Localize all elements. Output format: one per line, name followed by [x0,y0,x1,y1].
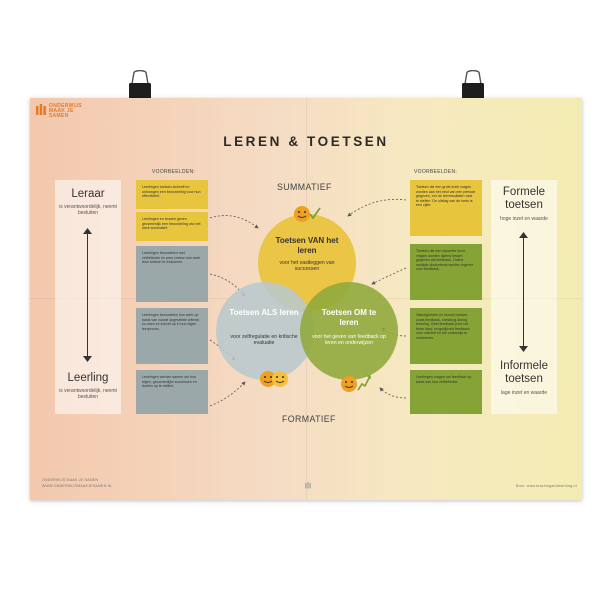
smiley-growth-chart-icon [341,375,371,392]
arrow-down-icon [83,356,92,362]
logo-mark-icon [36,104,46,115]
footer-brand: ONDERWIJS MAAK JE SAMEN [42,478,99,482]
two-smileys-icon [260,371,288,387]
formatief-label: FORMATIEF [282,414,336,424]
binder-clip-left [129,70,151,99]
right-top-text: hoge inzet en waarde [500,216,548,222]
example-box-left-2: Leerlingen en leraren geven gezamenlijk … [136,212,208,241]
circle-toetsen-om-te-leren [300,282,398,380]
example-box-left-1: Leerlingen toetsen zichzelf en ontvangen… [136,180,208,209]
left-panel: Leraar is verantwoordelijk, neemt beslui… [55,180,121,414]
van-title: Toetsen VAN het leren [275,236,339,255]
example-box-right-2: Toetsen die een beperkte inzet vragen wo… [410,244,482,300]
footer-url: WWW.ONDERWIJSMAAKJESAMEN.NL [42,484,113,488]
right-bottom-text: lage inzet en waarde [500,390,548,396]
example-box-left-3: Leerlingen beoordelen met zelfreflectie … [136,246,208,302]
smiley-checkmark-icon [294,206,321,222]
als-title: Toetsen ALS leren [229,308,299,317]
examples-label-right: VOORBEELDEN: [414,169,458,175]
example-box-left-4: Leerlingen beoordelen hun werk op basis … [136,308,208,364]
right-top-title: Formele toetsen [502,186,546,211]
right-vertical-arrow [523,236,524,348]
logo: ONDERWIJS MAAK JE SAMEN [36,104,82,119]
examples-label-left: VOORBEELDEN: [152,169,196,175]
poster: ONDERWIJS MAAK JE SAMEN LEREN & TOETSEN … [30,98,582,500]
left-top-text: is verantwoordelijk, neemt besluiten [59,204,117,216]
binder-clip-right [462,70,484,99]
example-box-right-1: Toetsen die een grote inzet vragen worde… [410,180,482,236]
circle-toetsen-als-leren [216,282,314,380]
als-text: voor zelfregulatie en kritische evaluati… [230,334,298,347]
example-box-right-3: Vaardigheden en kennis toetsen, zoals fe… [410,308,482,364]
summatief-label: SUMMATIEF [277,182,332,192]
right-bottom-title: Informele toetsen [500,360,548,385]
footer-logo-icon [305,482,311,489]
footer-source: Bron: www.teachingandlearning.nl [516,484,577,488]
arrow-up-icon [83,228,92,234]
right-panel: Formele toetsen hoge inzet en waarde Inf… [491,180,557,414]
arrow-up-icon [519,232,528,238]
left-vertical-arrow [87,232,88,358]
om-text: voor het geven van feedback op leren en … [312,334,386,347]
logo-line-1: ONDERWIJS [49,103,82,109]
example-box-left-5: Leerlingen werken samen om hun eigen, ge… [136,370,208,414]
left-top-title: Leraar [71,188,105,200]
om-title: Toetsen OM te leren [321,308,377,327]
logo-line-3: SAMEN [49,113,69,119]
left-bottom-text: is verantwoordelijk, neemt besluiten [59,388,117,400]
left-bottom-title: Leerling [67,372,109,384]
logo-line-2: MAAK JE [49,108,74,114]
van-text: voor het vastleggen van successen [279,260,335,273]
example-box-right-4: Leerlingen vragen om feedback op basis v… [410,370,482,414]
arrow-down-icon [519,346,528,352]
poster-title: LEREN & TOETSEN [223,134,389,149]
